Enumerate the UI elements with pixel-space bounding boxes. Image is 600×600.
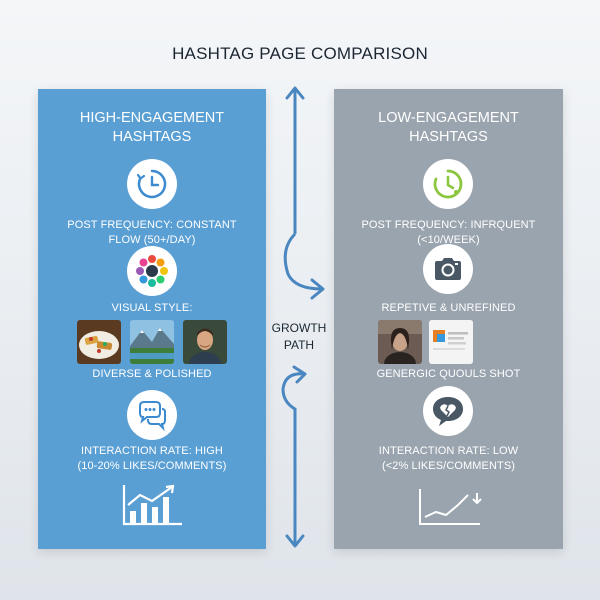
- interaction-rate-line-1: INTERACTION RATE: LOW: [378, 445, 519, 457]
- post-frequency-line-2: (<10/WEEK): [417, 234, 480, 246]
- growth-path-label: GROWTH PATH: [262, 320, 336, 354]
- growth-label-line-2: PATH: [283, 338, 315, 352]
- speech-bubbles-icon: [127, 390, 177, 440]
- generic-screenshot-photo: [429, 320, 473, 364]
- post-frequency-text: POST FREQUENCY: CONSTANT FLOW (50+/DAY): [38, 218, 266, 248]
- interaction-rate-line-2: (<2% LIKES/COMMENTS): [381, 460, 516, 472]
- low-engagement-heading: LOW-ENGAGEMENT HASHTAGS: [334, 109, 563, 147]
- growth-label-line-1: GROWTH: [271, 321, 327, 335]
- visual-style-caption: GENERGIC QUOULS SHOT: [376, 368, 521, 380]
- low-engagement-panel: LOW-ENGAGEMENT HASHTAGS POST FREQUENCY: …: [334, 89, 563, 549]
- food-photo: [77, 320, 121, 364]
- broken-heart-bubble-icon: [423, 386, 473, 436]
- interaction-rate-line-2: (10-20% LIKES/COMMENTS): [77, 460, 227, 472]
- visual-style-caption: DIVERSE & POLISHED: [92, 368, 212, 380]
- camera-aperture-icon: [127, 246, 177, 296]
- page-title: HASHTAG PAGE COMPARISON: [172, 44, 428, 63]
- visual-style-label: VISUAL STYLE:: [111, 302, 193, 314]
- interaction-rate-text: INTERACTION RATE: LOW (<2% LIKES/COMMENT…: [334, 444, 563, 474]
- post-frequency-line-1: POST FREQUENCY: INFRQUENT: [361, 219, 536, 231]
- heading-line-1: HIGH-ENGAGEMENT: [79, 110, 225, 126]
- interaction-rate-line-1: INTERACTION RATE: HIGH: [81, 445, 223, 457]
- line-chart-down-icon: [416, 487, 484, 532]
- interaction-rate-text: INTERACTION RATE: HIGH (10-20% LIKES/COM…: [38, 444, 266, 474]
- clock-icon: [423, 159, 473, 209]
- visual-style-label: REPETIVE & UNREFINED: [381, 302, 516, 314]
- blurry-selfie-photo: [378, 320, 422, 364]
- clock-icon: [127, 159, 177, 209]
- growth-path-arrow: [281, 86, 325, 548]
- bar-chart-up-icon: [120, 483, 184, 532]
- heading-line-2: HASHTAGS: [409, 129, 488, 145]
- portrait-photo: [183, 320, 227, 364]
- post-frequency-line-2: FLOW (50+/DAY): [108, 234, 196, 246]
- post-frequency-line-1: POST FREQUENCY: CONSTANT: [67, 219, 237, 231]
- high-engagement-panel: HIGH-ENGAGEMENT HASHTAGS POST FREQUENCY:…: [38, 89, 266, 549]
- heading-line-1: LOW-ENGAGEMENT: [378, 110, 519, 126]
- post-frequency-text: POST FREQUENCY: INFRQUENT (<10/WEEK): [334, 218, 563, 248]
- heading-line-2: HASHTAGS: [112, 129, 192, 145]
- camera-icon: [423, 244, 473, 294]
- high-engagement-heading: HIGH-ENGAGEMENT HASHTAGS: [38, 109, 266, 147]
- landscape-photo: [130, 320, 174, 364]
